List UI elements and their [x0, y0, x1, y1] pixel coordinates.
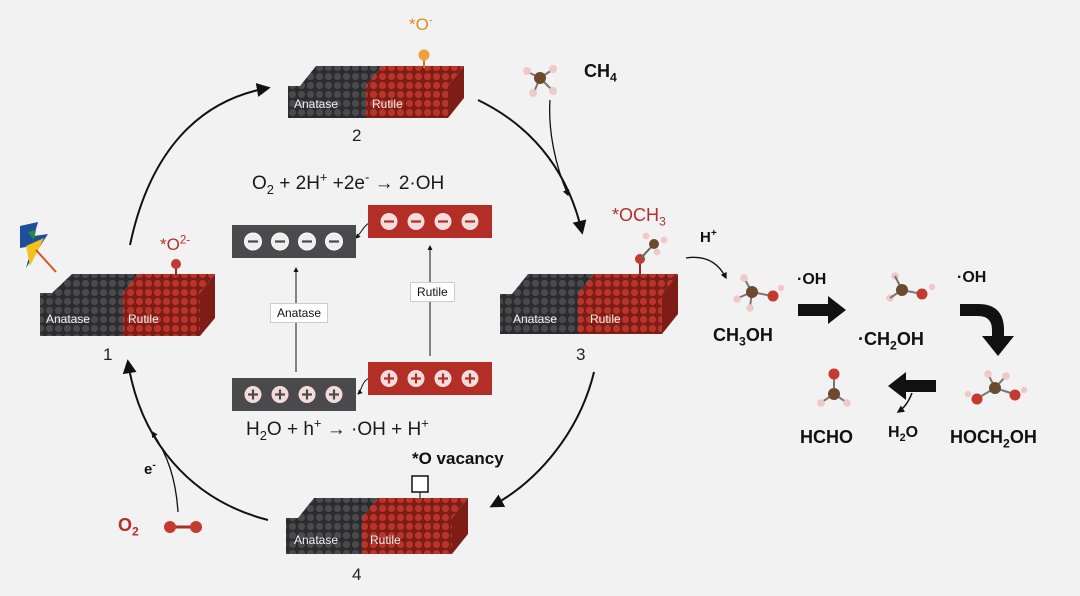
methane-molecule	[523, 65, 557, 97]
slab-state-3	[500, 232, 678, 334]
hcho-label: HCHO	[800, 427, 853, 447]
adsorbate-ominus: *O-	[409, 14, 433, 34]
hoch2oh-label: HOCH2OH	[950, 427, 1037, 451]
pathway-arrow-right	[798, 296, 846, 324]
hydroxyl-radical-label-1: ·OH	[797, 271, 827, 288]
hydroxyl-radical-label-2: ·OH	[957, 269, 987, 286]
slab1-anatase-label: Anatase	[46, 312, 91, 326]
adsorbate-o2minus: *O2-	[160, 234, 191, 254]
ch4-label: CH4	[584, 61, 617, 85]
methanol-molecule	[733, 274, 785, 312]
slab3-anatase-label: Anatase	[513, 312, 558, 326]
oxidation-equation: H2O + h+ → ·OH + H+	[246, 415, 429, 443]
adsorbate-och3: *OCH3	[612, 205, 666, 229]
proton-label: H+	[700, 228, 717, 246]
ch4-input-arrow	[549, 99, 569, 197]
proton-arrow	[685, 256, 727, 280]
hydroxymethyl-molecule	[886, 272, 936, 302]
water-label: H2O	[888, 424, 919, 445]
state-number-2: 2	[352, 126, 362, 145]
pathway-arrow-curve	[960, 304, 1014, 356]
slab3-rutile-label: Rutile	[590, 312, 621, 326]
ch3oh-label: CH3OH	[713, 325, 773, 349]
electron-label: e-	[144, 460, 156, 478]
oxygen-vacancy-label: *O vacancy	[412, 449, 504, 468]
rutile-tag: Rutile	[410, 282, 455, 302]
slab-state-2	[288, 49, 464, 118]
cycle-arrow-4-to-1	[122, 359, 269, 521]
slab-state-4	[286, 475, 468, 554]
anatase-tag: Anatase	[270, 303, 329, 323]
slab1-rutile-label: Rutile	[128, 312, 159, 326]
slab4-rutile-label: Rutile	[370, 533, 401, 547]
state-number-4: 4	[352, 565, 362, 584]
slab-state-1	[40, 259, 215, 336]
rutile-electron-band	[368, 205, 492, 238]
anatase-electron-band	[232, 225, 356, 258]
water-release-arrow	[896, 392, 913, 413]
anatase-hole-band	[232, 378, 356, 411]
o2-label: O2	[118, 515, 139, 539]
cycle-arrow-1-to-2	[129, 83, 271, 246]
slab4-anatase-label: Anatase	[294, 533, 339, 547]
slab2-rutile-label: Rutile	[372, 97, 403, 111]
state-number-3: 3	[576, 345, 586, 364]
pathway-arrow-left	[888, 372, 936, 400]
cycle-arrow-2-to-3	[477, 99, 587, 235]
slab2-anatase-label: Anatase	[294, 97, 339, 111]
ch2oh-label: ·CH2OH	[858, 329, 924, 353]
reduction-equation: O2 + 2H+ +2e- → 2·OH	[252, 169, 445, 197]
oxygen-molecule	[164, 521, 202, 533]
electron-input-arrow	[151, 430, 179, 513]
rutile-hole-band	[368, 362, 492, 395]
state-number-1: 1	[103, 345, 113, 364]
light-flash-icon	[20, 222, 57, 273]
cycle-arrow-3-to-4	[489, 371, 595, 508]
formaldehyde-molecule	[817, 368, 851, 407]
methanediol-molecule	[964, 370, 1028, 405]
